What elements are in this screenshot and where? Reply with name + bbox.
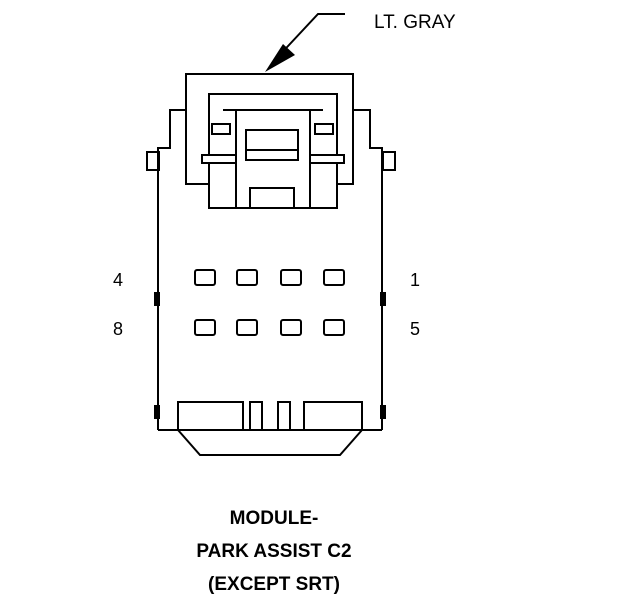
title-line-3: (EXCEPT SRT)	[208, 574, 340, 595]
bottom-key-right	[303, 401, 363, 431]
cavity-3	[236, 269, 258, 286]
color-callout	[265, 13, 345, 72]
cavity-1	[323, 269, 345, 286]
cavity-7	[236, 319, 258, 336]
pin-label-4: 4	[113, 270, 123, 290]
pin-label-8: 8	[113, 319, 123, 339]
pin-label-5: 5	[410, 319, 420, 339]
color-label: LT. GRAY	[374, 12, 456, 33]
cavity-5	[323, 319, 345, 336]
cavity-row-top	[194, 269, 345, 286]
cavity-2	[280, 269, 302, 286]
cavity-6	[280, 319, 302, 336]
left-bump	[154, 292, 160, 306]
right-ear	[382, 151, 396, 171]
pin-label-1: 1	[410, 270, 420, 290]
cavity-row-bottom	[194, 319, 345, 336]
bottom-key-left	[177, 401, 244, 431]
title-line-1: MODULE-	[230, 508, 319, 529]
cavity-8	[194, 319, 216, 336]
right-bump	[380, 292, 386, 306]
cavity-4	[194, 269, 216, 286]
title-line-2: PARK ASSIST C2	[196, 541, 351, 562]
connector-body	[146, 73, 396, 456]
